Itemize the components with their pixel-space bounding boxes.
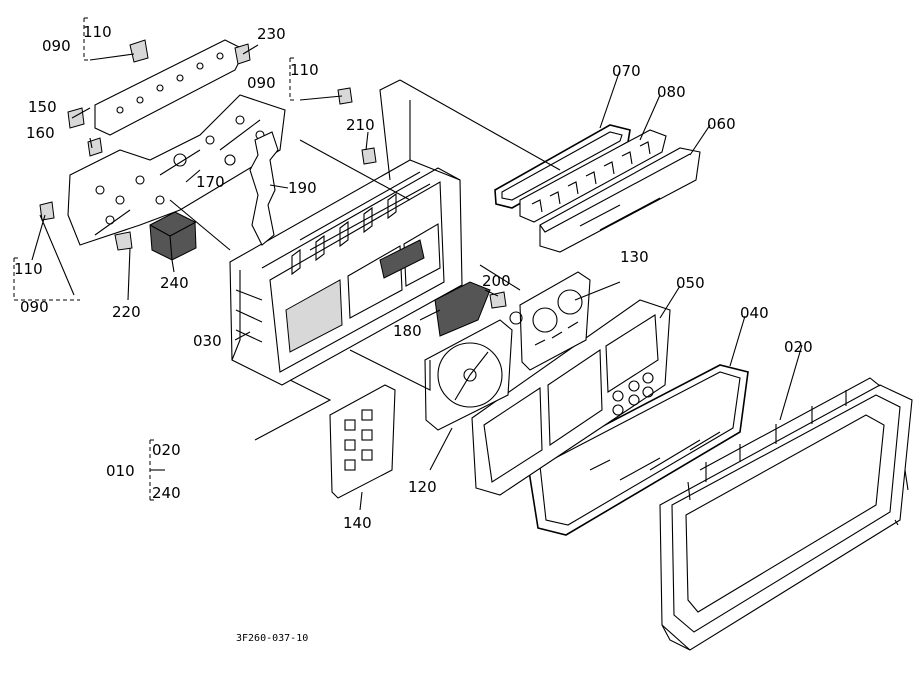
part-labels: 090 110 230 110 090 150 160 210 170 190 … — [14, 23, 813, 644]
assembly-guide-lines — [169, 79, 561, 441]
label-020-set: 020 — [152, 441, 181, 459]
label-050: 050 — [676, 274, 705, 292]
part-060-lens — [539, 147, 701, 253]
label-150: 150 — [28, 98, 57, 116]
label-200: 200 — [482, 272, 511, 290]
label-020-main: 020 — [784, 338, 813, 356]
part-170-circuit-board — [67, 94, 286, 246]
label-170: 170 — [196, 173, 225, 191]
label-240-main: 240 — [160, 274, 189, 292]
group-brackets — [13, 17, 296, 501]
part-180-unit — [434, 281, 491, 337]
label-130: 130 — [620, 248, 649, 266]
label-090-c: 090 — [20, 298, 49, 316]
label-080: 080 — [657, 83, 686, 101]
label-030: 030 — [193, 332, 222, 350]
label-110-b: 110 — [290, 61, 319, 79]
label-220: 220 — [112, 303, 141, 321]
part-050-panel — [471, 299, 671, 496]
bulb-sockets — [39, 39, 507, 309]
part-040-glass — [527, 364, 749, 536]
label-110-a: 110 — [83, 23, 112, 41]
drawing-code: 3F260-037-10 — [236, 633, 308, 644]
label-110-c: 110 — [14, 260, 43, 278]
part-130-gauge-module — [509, 271, 591, 371]
label-090-b: 090 — [247, 74, 276, 92]
label-070: 070 — [612, 62, 641, 80]
label-180: 180 — [393, 322, 422, 340]
label-120: 120 — [408, 478, 437, 496]
upper-circuit-strip — [94, 39, 246, 136]
part-120-gauge — [424, 319, 513, 431]
label-090-a: 090 — [42, 37, 71, 55]
label-160: 160 — [26, 124, 55, 142]
part-240-module — [149, 211, 197, 261]
label-190: 190 — [288, 179, 317, 197]
label-240-set: 240 — [152, 484, 181, 502]
part-030-case — [229, 100, 463, 386]
leader-lines — [31, 44, 803, 511]
part-020-bezel — [659, 377, 913, 651]
part-080-filter — [519, 129, 667, 223]
part-140-indicator-panel — [329, 384, 396, 499]
label-040: 040 — [740, 304, 769, 322]
label-060: 060 — [707, 115, 736, 133]
label-210: 210 — [346, 116, 375, 134]
label-230: 230 — [257, 25, 286, 43]
part-190-bracket — [249, 131, 279, 246]
label-140: 140 — [343, 514, 372, 532]
label-010: 010 — [106, 462, 135, 480]
